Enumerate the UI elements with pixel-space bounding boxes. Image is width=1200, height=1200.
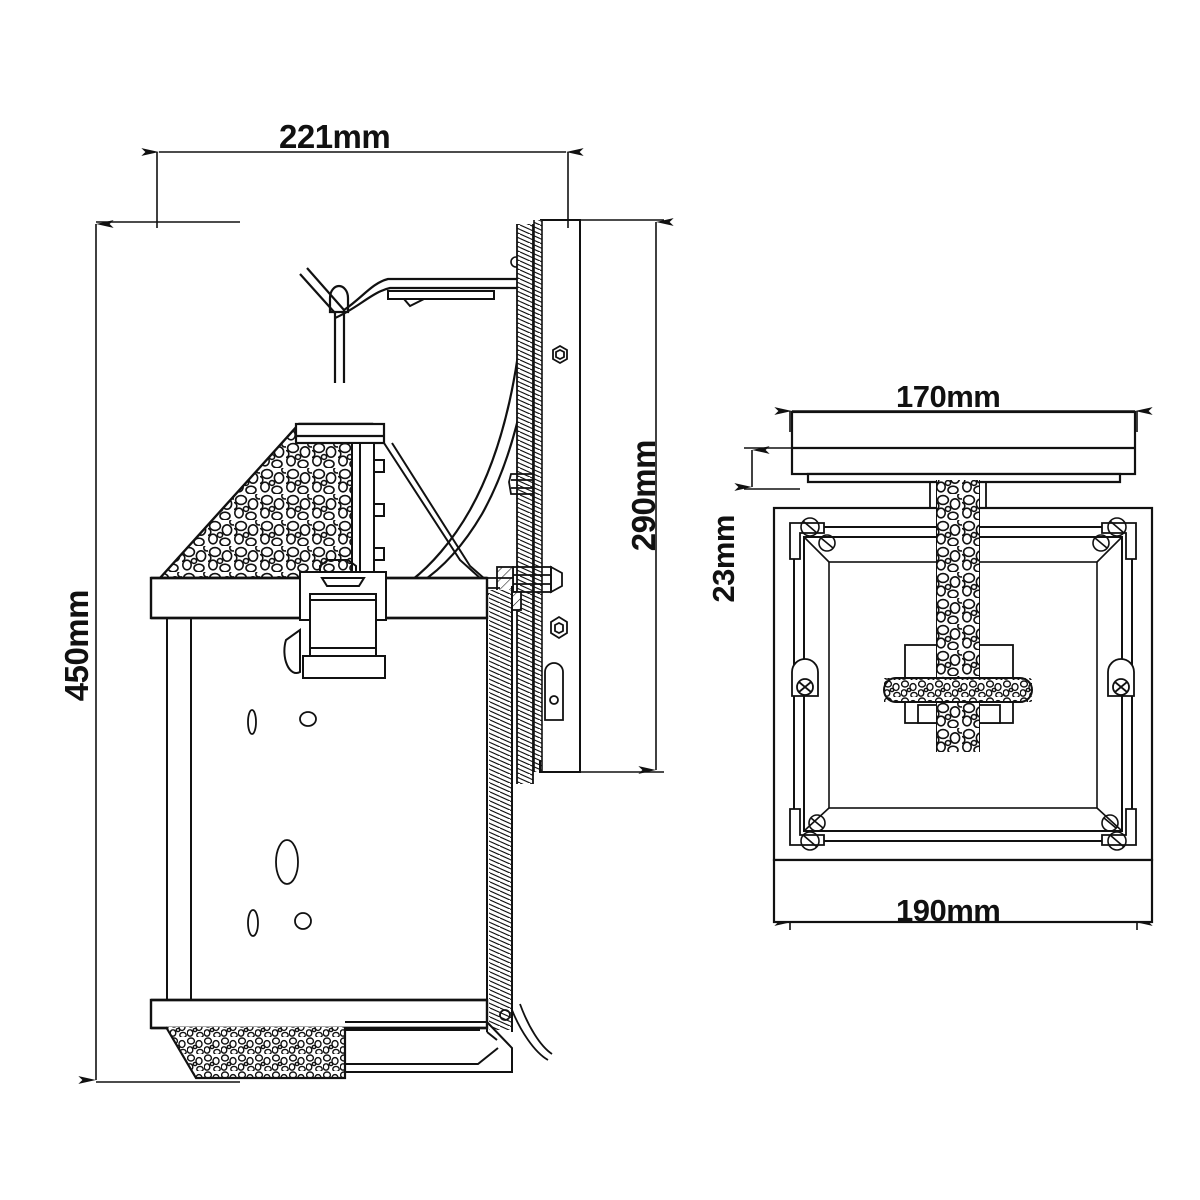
hood-right-slope <box>383 442 487 581</box>
plate-bottom <box>539 760 580 773</box>
glass-bubbles <box>247 709 317 937</box>
hanger-arm <box>299 267 536 383</box>
base-band <box>772 858 1154 924</box>
lamp-hood <box>157 422 374 580</box>
dimension-221mm <box>141 148 584 228</box>
back-plate-edge <box>533 220 543 772</box>
dimension-450mm <box>78 220 240 1084</box>
cross-bar <box>883 677 1033 703</box>
hex-nut <box>552 344 568 365</box>
dimension-23mm <box>734 446 800 491</box>
dimension-label-290mm: 290mm <box>625 440 662 552</box>
threaded-rod <box>516 224 534 784</box>
body-posts <box>166 586 513 1032</box>
bottom-shroud <box>345 1021 513 1073</box>
dimension-label-221mm: 221mm <box>279 118 391 155</box>
cable-entry <box>544 662 564 721</box>
bottom-finial <box>165 1026 347 1080</box>
dimension-label-450mm: 450mm <box>58 590 95 702</box>
lamp-socket <box>283 559 387 679</box>
hood-cap <box>294 422 386 445</box>
dimension-label-190mm: 190mm <box>896 893 1001 928</box>
shroud-corner <box>499 1003 553 1061</box>
body-bottom-rail <box>149 998 489 1030</box>
side-screws <box>791 658 1135 697</box>
body-post-texture <box>489 590 511 1030</box>
center-column <box>936 480 980 752</box>
corner-screws <box>800 517 1127 851</box>
dimension-label-23mm: 23mm <box>706 515 741 603</box>
dimension-label-170mm: 170mm <box>896 379 1001 414</box>
arm-bar <box>387 290 495 308</box>
column-top-connector <box>929 482 987 508</box>
hood-post <box>351 442 385 582</box>
canopy-plate <box>790 410 1137 484</box>
hex-nut-lower <box>550 615 568 640</box>
back-plate <box>539 219 581 773</box>
